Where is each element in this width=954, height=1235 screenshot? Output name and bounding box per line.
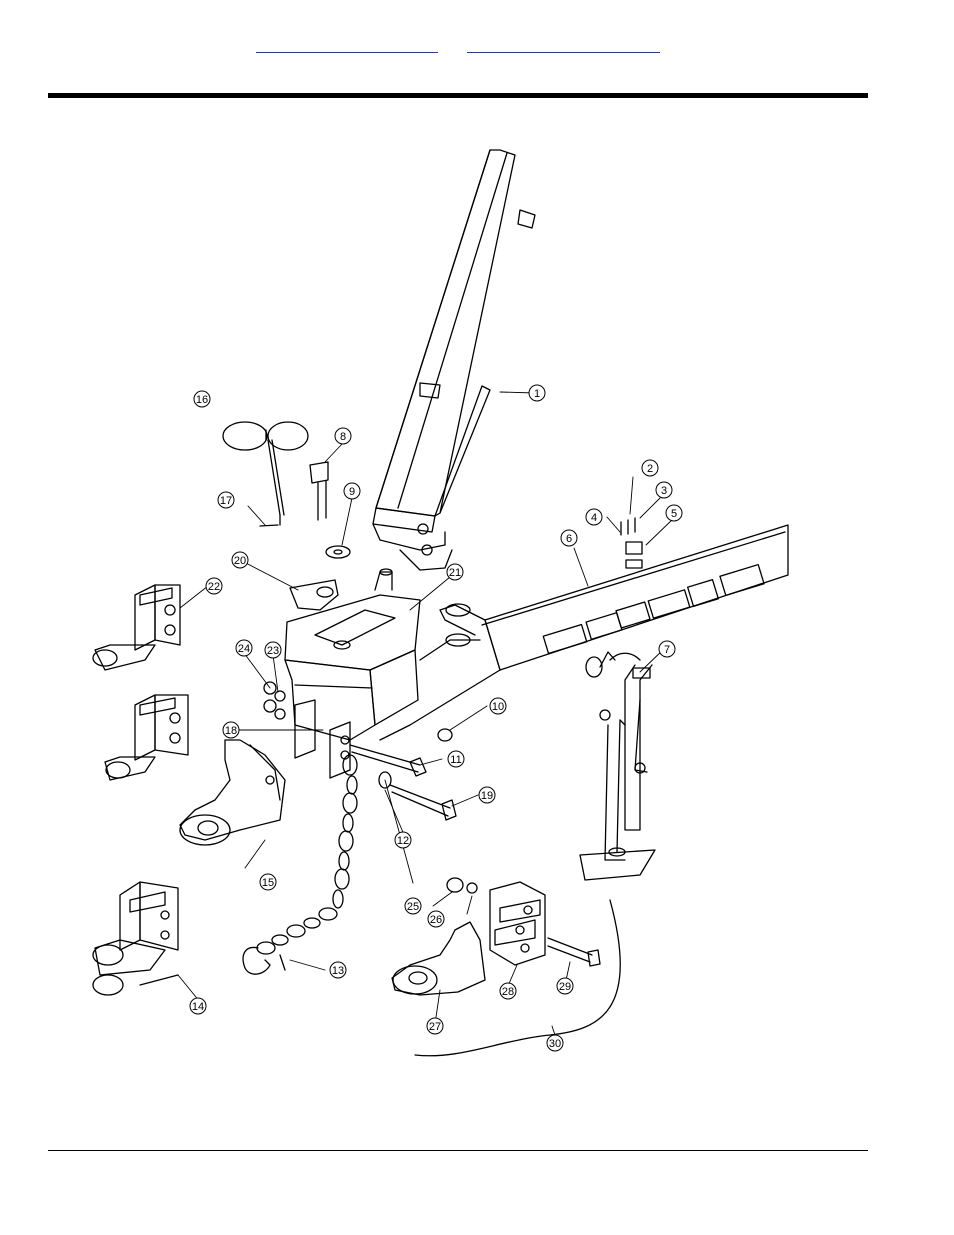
callout-12: 12 [394,831,412,849]
callout-14: 14 [189,997,207,1015]
svg-text:26: 26 [430,914,442,926]
svg-text:19: 19 [481,790,493,802]
callout-30: 30 [546,1034,564,1052]
clevis [179,739,286,846]
callout-26: 26 [427,910,445,928]
svg-text:28: 28 [502,986,514,998]
svg-text:21: 21 [449,567,461,579]
callout-4: 4 [585,508,603,526]
callout-5: 5 [665,504,683,522]
svg-text:22: 22 [208,581,220,593]
callout-23: 23 [264,641,282,659]
main-frame-bar [379,524,789,741]
safety-chain [242,754,358,975]
header-link-2[interactable] [467,38,660,53]
callout-15: 15 [259,873,277,891]
svg-text:13: 13 [332,965,344,977]
svg-text:24: 24 [238,643,250,655]
svg-text:30: 30 [549,1038,561,1050]
svg-text:9: 9 [349,486,355,498]
callout-7: 7 [658,640,676,658]
bracket-hardware [620,517,643,569]
hitch-pin [222,421,309,527]
callout-28: 28 [499,982,517,1000]
callout-13: 13 [329,961,347,979]
callout-17: 17 [217,491,235,509]
svg-text:10: 10 [492,701,504,713]
svg-text:23: 23 [267,645,279,657]
callout-9: 9 [343,482,361,500]
svg-text:1: 1 [534,388,540,400]
svg-text:15: 15 [262,877,274,889]
callout-8: 8 [334,427,352,445]
hitch-bracket-lower [92,881,179,996]
callout-20: 20 [231,551,249,569]
svg-text:25: 25 [407,901,419,913]
header-rule [48,93,868,98]
svg-text:6: 6 [566,533,572,545]
hitch-bracket-middle [104,694,189,781]
callout-16: 16 [193,390,211,408]
svg-text:18: 18 [225,725,237,737]
header-links [0,38,954,58]
svg-text:2: 2 [647,463,653,475]
callout-24: 24 [235,639,253,657]
svg-text:14: 14 [192,1001,204,1013]
svg-text:29: 29 [559,981,571,993]
svg-text:27: 27 [429,1021,441,1033]
svg-text:8: 8 [340,431,346,443]
callout-1: 1 [528,384,546,402]
callout-3: 3 [655,481,673,499]
svg-text:16: 16 [196,394,208,406]
callout-10: 10 [489,697,507,715]
callout-6: 6 [560,529,578,547]
bolt-and-washer [289,461,351,611]
callout-22: 22 [205,577,223,595]
callout-27: 27 [426,1017,444,1035]
callout-29: 29 [556,977,574,995]
header-link-1[interactable] [256,38,438,53]
callout-25: 25 [404,897,422,915]
svg-text:7: 7 [664,644,670,656]
svg-text:11: 11 [450,754,461,766]
svg-text:17: 17 [220,495,232,507]
callout-11: 11 [447,750,465,768]
jack-stand [579,651,656,881]
tongue-tube [372,149,536,571]
callout-21: 21 [446,563,464,581]
footer-rule [48,1150,868,1151]
callout-2: 2 [641,459,659,477]
hitch-plates [263,681,457,821]
svg-text:5: 5 [671,508,677,520]
hitch-body [284,568,421,741]
alternate-clevis [391,877,621,1057]
svg-text:3: 3 [661,485,667,497]
hitch-bracket-upper [92,584,181,671]
svg-text:12: 12 [397,835,409,847]
svg-text:4: 4 [591,512,597,524]
parts-diagram: 1 2 3 4 5 6 7 8 9 10 11 12 13 14 15 16 1… [80,140,796,1076]
svg-text:20: 20 [234,555,246,567]
callout-18: 18 [222,721,240,739]
callout-19: 19 [478,786,496,804]
